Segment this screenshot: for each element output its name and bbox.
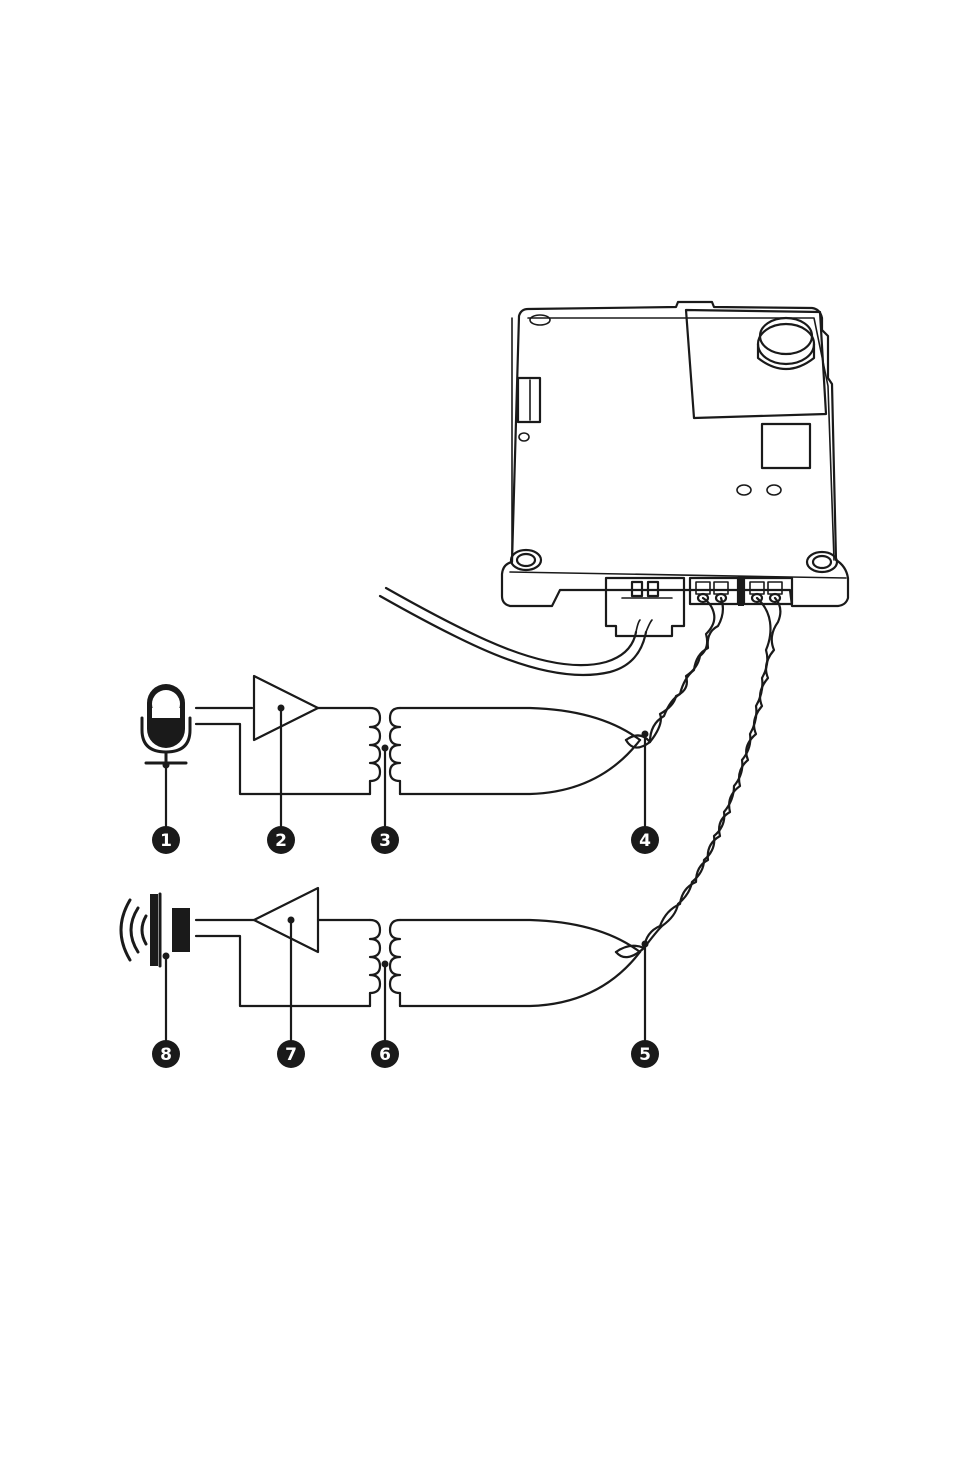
output-twisted-pair [616, 598, 780, 957]
callout-5-label: 5 [639, 1045, 651, 1065]
circuit-module-icon [502, 302, 848, 636]
callout-1: 1 [152, 762, 180, 855]
callout-7-label: 7 [285, 1045, 297, 1065]
callout-6-label: 6 [379, 1045, 391, 1065]
amplifier-icon [254, 676, 318, 740]
callout-5: 5 [631, 941, 659, 1069]
callout-8-label: 8 [160, 1045, 172, 1065]
callout-2: 2 [267, 705, 295, 855]
callout-1-label: 1 [160, 831, 172, 851]
callout-4-label: 4 [639, 831, 651, 851]
loudspeaker-icon [121, 894, 190, 966]
callout-8: 8 [152, 953, 180, 1069]
amplifier-icon [254, 888, 318, 952]
callout-2-label: 2 [275, 831, 287, 851]
callout-4: 4 [631, 731, 659, 855]
microphone-icon [142, 684, 190, 763]
callout-7: 7 [277, 917, 305, 1069]
callout-3-label: 3 [379, 831, 391, 851]
power-cable [380, 588, 652, 675]
